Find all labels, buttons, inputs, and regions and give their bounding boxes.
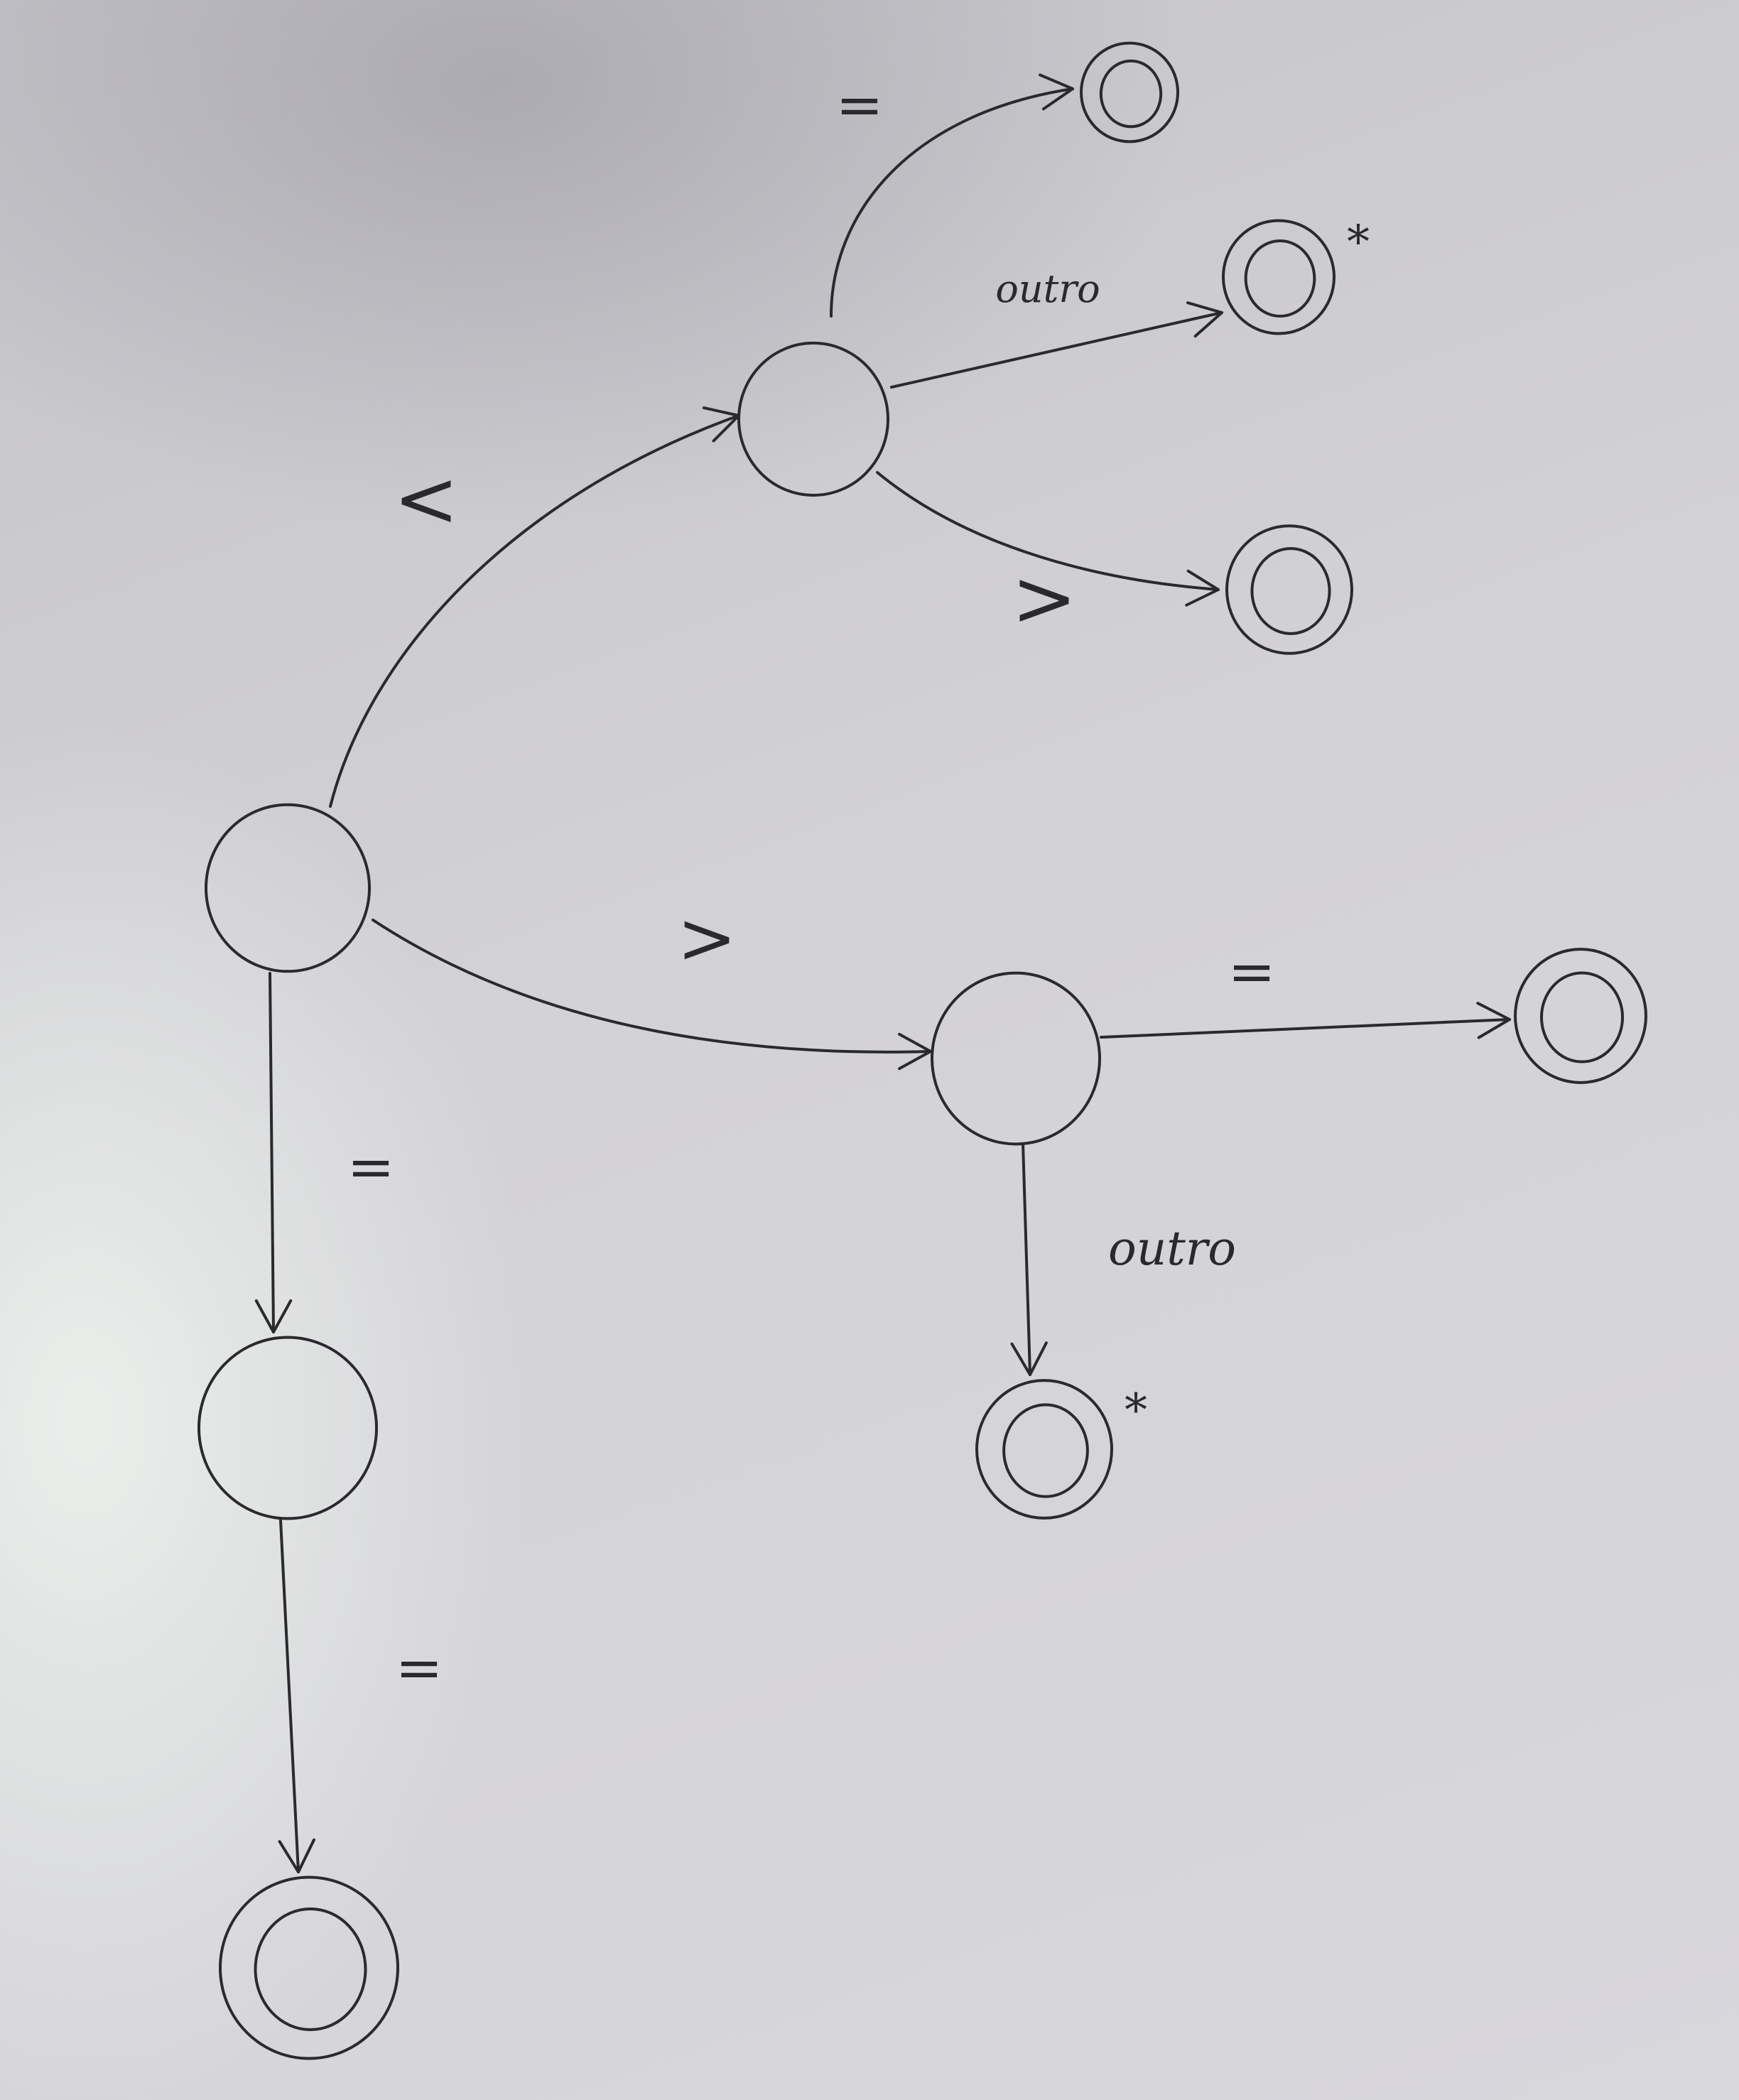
transition-q1-q3 (890, 311, 1223, 389)
transition-label: > (677, 897, 737, 980)
transition-q8-q9 (279, 1519, 300, 1873)
state-q4 (1225, 524, 1353, 655)
transition-label: = (347, 1134, 394, 1200)
transition-q5-q7 (1022, 1142, 1031, 1376)
transition-label: > (1012, 553, 1077, 644)
transition-line (1100, 1018, 1511, 1039)
state-q9 (219, 1876, 399, 2060)
state-circle (1225, 524, 1353, 655)
state-circle (197, 1336, 378, 1520)
arrowhead-icon (1185, 569, 1220, 607)
state-circle (931, 971, 1101, 1146)
state-circle (975, 1379, 1113, 1520)
transition-q0-q8 (269, 972, 275, 1333)
transition-line (830, 87, 1074, 318)
accepting-inner-circle (254, 1907, 367, 2031)
transition-label: = (835, 72, 883, 138)
state-q2 (1080, 41, 1179, 144)
retract-marker: * (1347, 217, 1370, 269)
arrowhead-icon (1010, 1341, 1048, 1376)
transition-q1-q4 (876, 471, 1220, 591)
state-circle (205, 803, 371, 973)
arrowhead-icon (702, 406, 740, 443)
transition-label: outro (1108, 1221, 1236, 1276)
arrowhead-icon (254, 1299, 293, 1333)
transition-line (372, 919, 932, 1054)
state-circle (219, 1876, 399, 2060)
transition-line (279, 1519, 300, 1873)
state-q7: * (975, 1379, 1147, 1520)
accepting-inner-circle (1002, 1403, 1089, 1498)
state-circle (1514, 948, 1647, 1084)
transition-q1-q2 (830, 87, 1074, 318)
arrowhead-icon (898, 1032, 932, 1071)
state-q8 (197, 1336, 378, 1520)
transition-label: = (1228, 938, 1275, 1005)
accepting-inner-circle (1250, 547, 1331, 635)
transition-q0-q1 (329, 414, 740, 808)
transition-line (890, 311, 1223, 389)
accepting-inner-circle (1244, 239, 1316, 318)
state-q3: * (1222, 217, 1370, 335)
state-q5 (931, 971, 1101, 1146)
transition-line (329, 414, 740, 808)
state-circle (737, 341, 889, 497)
arrowhead-icon (1186, 301, 1223, 338)
state-q1 (737, 341, 889, 497)
arrowhead-icon (1039, 73, 1074, 111)
accepting-inner-circle (1539, 971, 1625, 1063)
state-q6 (1514, 948, 1647, 1084)
arrowhead-icon (278, 1838, 315, 1873)
state-q0 (205, 803, 371, 973)
transition-label: outro (995, 266, 1100, 311)
transition-label: = (395, 1635, 443, 1701)
transition-q5-q6 (1100, 1018, 1511, 1039)
transition-line (876, 471, 1220, 591)
arrowhead-icon (1476, 1002, 1511, 1039)
state-circle (1080, 41, 1179, 144)
retract-marker: * (1125, 1385, 1147, 1437)
transition-label: < (394, 453, 459, 544)
state-circle (1222, 219, 1336, 335)
transition-line (1022, 1142, 1031, 1376)
transition-q0-q5 (372, 919, 932, 1054)
accepting-inner-circle (1099, 59, 1163, 129)
transition-line (269, 972, 275, 1333)
